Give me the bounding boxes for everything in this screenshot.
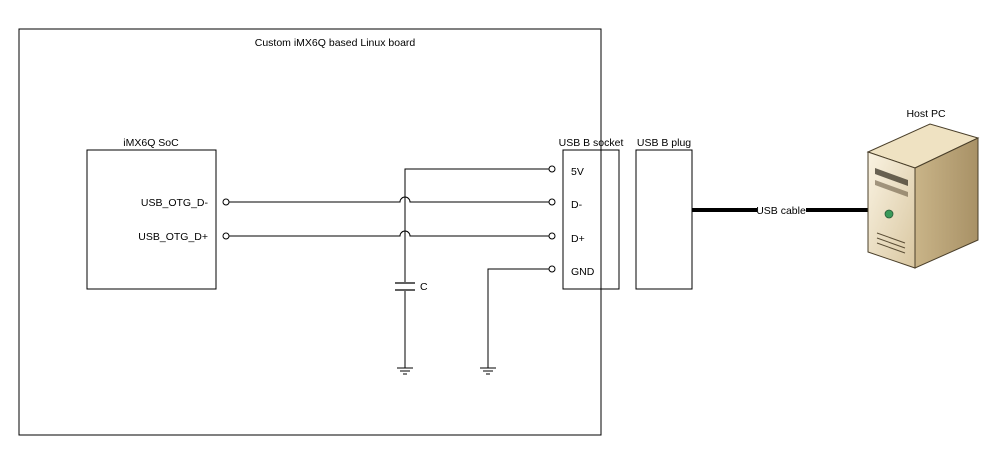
soc-block: iMX6Q SoC USB_OTG_D- USB_OTG_D+	[86, 137, 230, 290]
socket-pin-5v-terminal	[548, 165, 556, 173]
server-tower-icon	[866, 123, 980, 269]
capacitor	[395, 282, 415, 291]
usb-socket-block: USB B socket 5V D- D+ GND	[548, 137, 624, 290]
plug-title: USB B plug	[637, 137, 691, 149]
wiring	[229, 168, 549, 368]
usb-cable: USB cable	[692, 205, 870, 217]
wire-gnd	[487, 268, 549, 368]
wire-5v	[404, 168, 549, 282]
ground-symbol-gnd	[480, 367, 496, 375]
soc-pin-dplus-terminal	[222, 232, 230, 240]
board-outline: Custom iMX6Q based Linux board	[18, 28, 602, 436]
soc-pin-dplus-label: USB_OTG_D+	[138, 231, 208, 243]
socket-pin-gnd-terminal	[548, 265, 556, 273]
wire-dplus	[229, 230, 549, 237]
soc-pin-dminus-label: USB_OTG_D-	[141, 197, 209, 209]
socket-title: USB B socket	[559, 137, 624, 149]
socket-pin-dminus-terminal	[548, 198, 556, 206]
soc-pin-dminus-terminal	[222, 198, 230, 206]
capacitor-label: C	[420, 281, 428, 293]
wire-dminus	[229, 196, 549, 203]
socket-pin-gnd-label: GND	[571, 266, 595, 278]
socket-pin-dplus-label: D+	[571, 233, 585, 245]
board-title: Custom iMX6Q based Linux board	[255, 37, 416, 49]
host-title: Host PC	[906, 108, 946, 120]
usb-plug-block: USB B plug	[635, 137, 693, 290]
socket-pin-5v-label: 5V	[571, 166, 584, 178]
ground-symbol-cap	[397, 367, 413, 375]
socket-pin-dminus-label: D-	[571, 199, 583, 211]
soc-title: iMX6Q SoC	[123, 137, 179, 149]
socket-pin-dplus-terminal	[548, 232, 556, 240]
cable-label: USB cable	[756, 205, 806, 217]
